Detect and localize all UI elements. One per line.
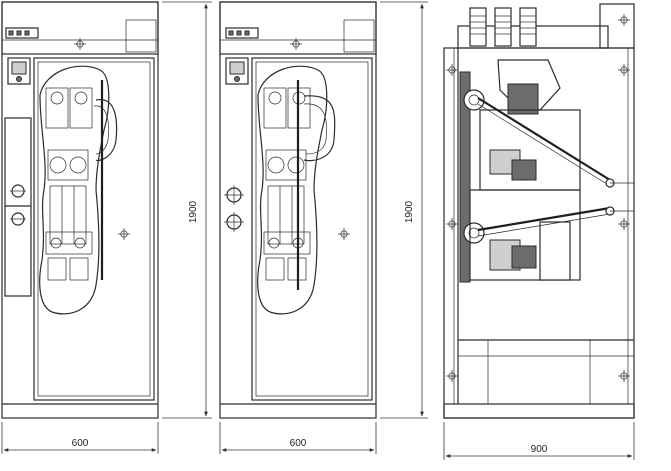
cabinet-side-view bbox=[443, 3, 635, 419]
cabinet-front-left bbox=[1, 1, 159, 419]
dimension-lines: 600 600 900 1900 1900 bbox=[1, 1, 635, 460]
dimension-second-width: 600 bbox=[290, 438, 307, 449]
dimension-height-left: 1900 bbox=[188, 200, 199, 223]
dimension-front-width: 600 bbox=[72, 438, 89, 449]
dimension-height-right: 1900 bbox=[404, 200, 415, 223]
cabinet-front-right bbox=[219, 1, 377, 419]
dimension-side-depth: 900 bbox=[531, 444, 548, 455]
